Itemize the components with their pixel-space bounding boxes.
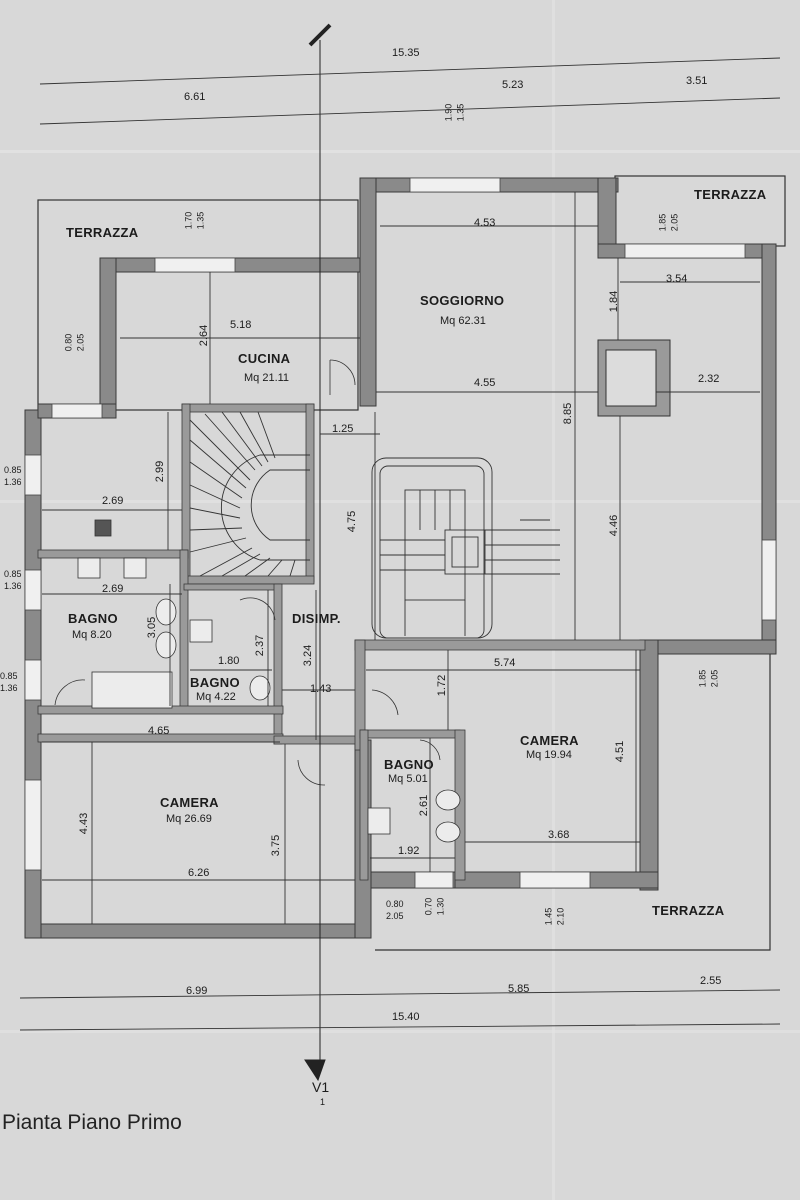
dim-bagno-mid-h: 2.37: [254, 634, 267, 657]
dim-bagno-small-h: 2.61: [418, 794, 431, 817]
dim-camera-sw-w2: 6.26: [188, 867, 210, 879]
dim-camera-e-w: 5.74: [494, 657, 516, 669]
open-left-a: 0.85: [4, 465, 22, 475]
room-camera-e: CAMERA: [520, 733, 579, 748]
open-top-win: 1.90: [443, 103, 454, 122]
open-w1-b: 2.05: [75, 333, 86, 352]
open-terr-ne: 1.85: [657, 213, 668, 232]
pillar: [597, 339, 671, 417]
open-left-a-b: 1.36: [4, 477, 22, 487]
room-cucina: CUCINA: [238, 351, 291, 366]
area-camera-sw: Mq 26.69: [166, 813, 212, 825]
windows: [24, 177, 777, 889]
dim-bottom-mid: 5.85: [508, 983, 530, 995]
open-left-c-b: 1.36: [0, 683, 18, 693]
dim-camera-e-h1: 1.72: [436, 674, 449, 697]
open-bot-a: 0.80: [386, 899, 404, 909]
dim-sog-top: 4.53: [474, 217, 496, 229]
open-left-b: 0.85: [4, 569, 22, 579]
open-sog-win: 1.85: [697, 669, 708, 688]
room-bagno-mid: BAGNO: [190, 675, 240, 690]
area-camera-e: Mq 19.94: [526, 749, 572, 761]
dim-camera-sw-w: 4.65: [148, 725, 170, 737]
room-terrazza-nw: TERRAZZA: [66, 225, 139, 240]
dim-sog-mid: 4.55: [474, 377, 496, 389]
dim-camera-e-h2: 4.51: [614, 740, 627, 763]
dim-cucina-w: 5.18: [230, 319, 252, 331]
dim-sog-h-upper: 1.84: [608, 290, 621, 313]
dim-bottom-right: 2.55: [700, 975, 722, 987]
page-title: Pianta Piano Primo: [2, 1111, 182, 1134]
dim-bagno-mid-w: 1.80: [218, 655, 240, 667]
area-cucina: Mq 21.11: [244, 372, 290, 384]
dim-kitch-low-h: 2.99: [154, 460, 167, 483]
dim-kitch-low-w: 2.69: [102, 495, 124, 507]
section-mark: V1: [312, 1079, 330, 1095]
open-top-win-b: 1.35: [455, 103, 466, 122]
dim-camera-sw-h: 4.43: [78, 812, 91, 835]
dim-top-total: 15.35: [392, 47, 420, 59]
dim-top-right: 3.51: [686, 75, 708, 87]
open-sog-win-b: 2.05: [709, 669, 720, 688]
dimension-lines: [19, 57, 781, 1031]
dim-terr-ne: 3.54: [666, 273, 688, 285]
dim-stair-gap: 1.25: [332, 423, 354, 435]
area-bagno-mid: Mq 4.22: [196, 691, 236, 703]
room-disimp: DISIMP.: [292, 611, 341, 626]
open-left-c: 0.85: [0, 671, 18, 681]
room-bagno-big: BAGNO: [68, 611, 118, 626]
open-terr-ne-b: 2.05: [669, 213, 680, 232]
door-swings: [54, 359, 441, 786]
dim-pillar-r: 2.32: [698, 373, 720, 385]
open-bot-b: 0.70: [423, 897, 434, 916]
open-bot-a-b: 2.05: [386, 911, 404, 921]
open-bot-c: 1.45: [543, 907, 554, 926]
dim-disimp-h: 3.24: [302, 644, 315, 667]
room-camera-sw: CAMERA: [160, 795, 219, 810]
room-terrazza-se: TERRAZZA: [652, 903, 725, 918]
dim-cucina-h: 2.64: [198, 324, 211, 347]
dim-stair-h: 4.75: [346, 510, 359, 533]
section-axis: [304, 23, 332, 1082]
dim-bagno-small-w: 1.92: [398, 845, 420, 857]
open-bot-b-b: 1.30: [435, 897, 446, 916]
dim-bagno-w: 2.69: [102, 583, 124, 595]
dim-top-mid: 5.23: [502, 79, 524, 91]
dim-bottom-left: 6.99: [186, 985, 208, 997]
open-terr-nw: 1.70: [183, 211, 194, 230]
bathroom-fixtures: [77, 519, 461, 843]
open-left-b-b: 1.36: [4, 581, 22, 591]
dim-top-left: 6.61: [184, 91, 206, 103]
dim-sog-h-lower: 4.46: [608, 514, 621, 537]
section-sub: 1: [320, 1097, 326, 1107]
area-soggiorno: Mq 62.31: [440, 315, 486, 327]
dim-bagno-h: 3.05: [146, 616, 159, 639]
dim-disimp-w: 1.43: [310, 683, 332, 695]
open-bot-c-b: 2.10: [555, 907, 566, 926]
area-bagno-small: Mq 5.01: [388, 773, 428, 785]
spiral-staircase: [189, 411, 310, 577]
dim-sog-depth: 8.85: [562, 402, 575, 425]
open-terr-nw-b: 1.35: [195, 211, 206, 230]
dim-bottom-total: 15.40: [392, 1011, 420, 1023]
interior-walls: [37, 403, 646, 881]
room-terrazza-ne: TERRAZZA: [694, 187, 767, 202]
room-soggiorno: SOGGIORNO: [420, 293, 505, 308]
open-w1: 0.80: [63, 333, 74, 352]
room-bagno-small: BAGNO: [384, 757, 434, 772]
dim-camera-sw-h2: 3.75: [270, 834, 283, 857]
area-bagno-big: Mq 8.20: [72, 629, 112, 641]
central-stairwell: [371, 457, 560, 639]
dim-camera-e-inner: 3.68: [548, 829, 570, 841]
